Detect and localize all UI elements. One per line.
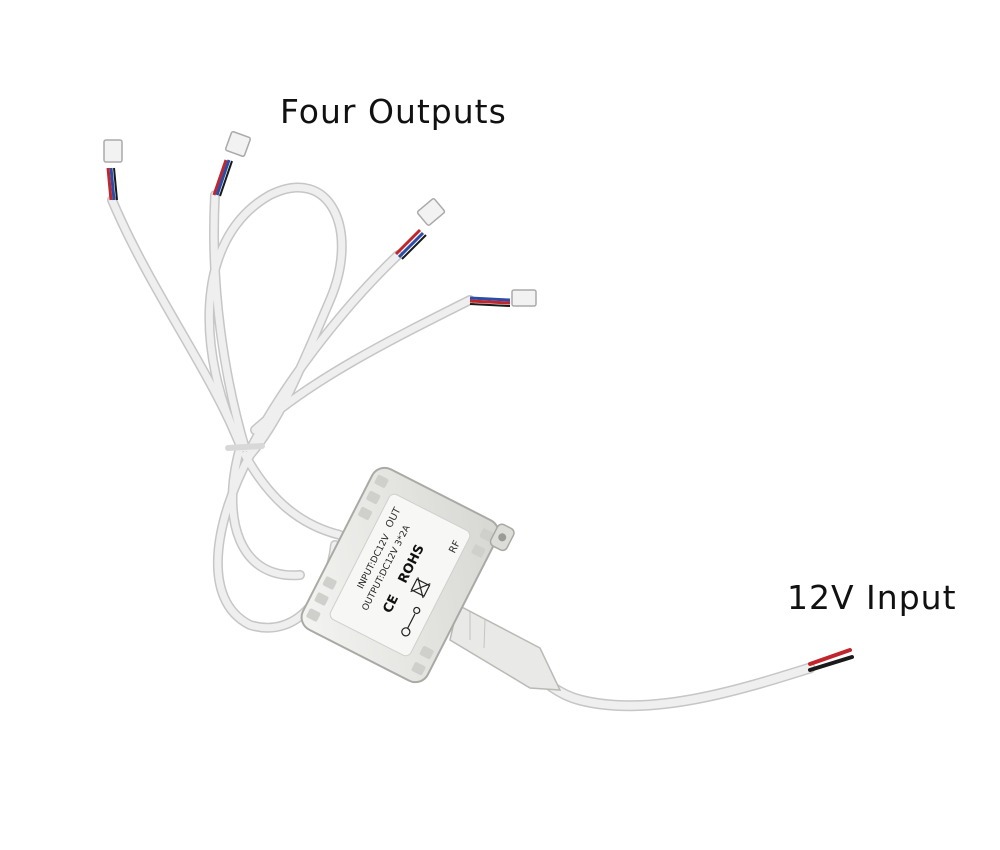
four-outputs-caption: Four Outputs [280,92,507,131]
waste-bin-icon [410,577,431,599]
output-connector-1 [103,139,123,201]
input-caption: 12V Input [787,578,957,617]
output-cables [107,182,475,633]
controller-box: INPUT:DC12V OUTPUT:DC12V 3*2A ROHS CE OU… [300,466,515,684]
dc-plug [449,603,562,691]
output-connector-4 [469,289,537,307]
device-label-ce: CE [380,593,402,616]
device-label-rf: RF [447,539,463,556]
output-connector-3 [394,198,446,260]
output-connector-2 [212,130,252,197]
polarity-icon [401,606,421,637]
